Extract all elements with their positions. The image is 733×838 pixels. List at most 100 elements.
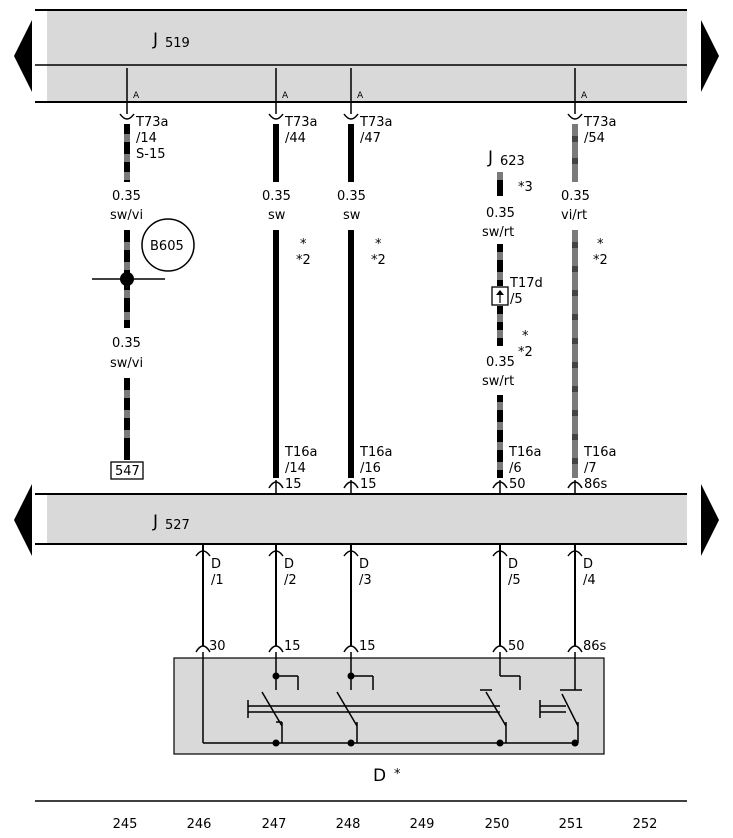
wire-245-extra: S-15 bbox=[136, 147, 166, 162]
wire-250-size2: 0.35 bbox=[486, 355, 515, 370]
pin-a-251: A bbox=[581, 91, 588, 101]
j527-upper-pins bbox=[268, 480, 583, 494]
wire-245-color: sw/vi bbox=[110, 208, 143, 223]
lower-wire-1-term: 30 bbox=[209, 639, 226, 654]
module-j519: J 519 bbox=[35, 9, 687, 103]
lower-wire-2-pin: /2 bbox=[284, 573, 297, 588]
top-pins bbox=[119, 68, 583, 120]
column-252: 252 bbox=[633, 817, 658, 832]
pin-a-245: A bbox=[133, 91, 140, 101]
column-251: 251 bbox=[559, 817, 584, 832]
wire-245-pin: /14 bbox=[136, 131, 157, 146]
wire-245-size2: 0.35 bbox=[112, 336, 141, 351]
ignition-switch-d bbox=[173, 652, 605, 755]
module-j623-name: J bbox=[487, 148, 493, 168]
wire-247-note1: * bbox=[300, 237, 307, 252]
wire-251-t16pin: /7 bbox=[584, 461, 597, 476]
module-b605-circle bbox=[141, 218, 195, 272]
lower-wire-4-conn: D bbox=[583, 557, 593, 572]
wire-251-term: 86s bbox=[584, 477, 608, 492]
pin-a-248: A bbox=[357, 91, 364, 101]
splice-point-245 bbox=[120, 272, 134, 286]
wire-250-t17pin: /5 bbox=[510, 292, 523, 307]
lower-wire-1-pin: /1 bbox=[211, 573, 224, 588]
next-page-arrow-bottom[interactable] bbox=[701, 484, 719, 556]
wire-250-color2: sw/rt bbox=[482, 374, 514, 389]
column-249: 249 bbox=[410, 817, 435, 832]
wire-248-connector: T73a bbox=[359, 115, 392, 130]
wire-245 bbox=[92, 124, 195, 480]
previous-page-arrow-bottom[interactable] bbox=[14, 484, 32, 556]
wire-250-t16: T16a bbox=[508, 445, 541, 460]
lower-wires bbox=[195, 544, 583, 653]
column-245: 245 bbox=[113, 817, 138, 832]
module-j527-sub: 527 bbox=[165, 518, 190, 533]
component-d-mark: * bbox=[394, 767, 401, 782]
wire-250-term: 50 bbox=[509, 477, 526, 492]
wire-251-note1: * bbox=[597, 237, 604, 252]
reference-547-label: 547 bbox=[115, 464, 140, 479]
wire-247-connector: T73a bbox=[284, 115, 317, 130]
lower-wire-5-conn: D bbox=[508, 557, 518, 572]
column-250: 250 bbox=[485, 817, 510, 832]
wire-247-size: 0.35 bbox=[262, 189, 291, 204]
lower-wire-2-conn: D bbox=[284, 557, 294, 572]
lower-wire-5-term: 50 bbox=[508, 639, 525, 654]
module-j519-name: J bbox=[152, 30, 158, 50]
wire-250-t17: T17d bbox=[509, 276, 543, 291]
wire-247-note2: *2 bbox=[296, 253, 311, 268]
component-d-name: D bbox=[373, 766, 386, 786]
wire-251-t16: T16a bbox=[583, 445, 616, 460]
pin-a-247: A bbox=[282, 91, 289, 101]
wire-248-note2: *2 bbox=[371, 253, 386, 268]
lower-wire-3-conn: D bbox=[359, 557, 369, 572]
wire-250-note0: *3 bbox=[518, 180, 533, 195]
wire-248 bbox=[348, 124, 354, 478]
lower-wire-4-term: 86s bbox=[583, 639, 607, 654]
wire-248-term: 15 bbox=[360, 477, 377, 492]
wire-248-size: 0.35 bbox=[337, 189, 366, 204]
module-j527-name: J bbox=[152, 512, 158, 532]
column-247: 247 bbox=[262, 817, 287, 832]
wire-251 bbox=[572, 124, 578, 478]
wire-251-color: vi/rt bbox=[561, 208, 587, 223]
wire-251-pin: /54 bbox=[584, 131, 605, 146]
wire-251-note2: *2 bbox=[593, 253, 608, 268]
module-j623-sub: 623 bbox=[500, 154, 525, 169]
wire-250 bbox=[491, 172, 509, 478]
lower-wire-5-pin: /5 bbox=[508, 573, 521, 588]
previous-page-arrow-top[interactable] bbox=[14, 20, 32, 92]
wire-250-note1: * bbox=[522, 329, 529, 344]
module-j527: J 527 bbox=[35, 493, 687, 545]
wire-248-t16pin: /16 bbox=[360, 461, 381, 476]
wire-250-note2: *2 bbox=[518, 345, 533, 360]
wire-247-color: sw bbox=[268, 208, 286, 223]
wire-247-t16pin: /14 bbox=[285, 461, 306, 476]
lower-wire-2-term: 15 bbox=[284, 639, 301, 654]
lower-wire-4-pin: /4 bbox=[583, 573, 596, 588]
wire-248-note1: * bbox=[375, 237, 382, 252]
module-b605-label: B605 bbox=[150, 239, 184, 254]
wire-250-color: sw/rt bbox=[482, 225, 514, 240]
column-248: 248 bbox=[336, 817, 361, 832]
wire-251-size: 0.35 bbox=[561, 189, 590, 204]
lower-wire-1-conn: D bbox=[211, 557, 221, 572]
wire-245-size: 0.35 bbox=[112, 189, 141, 204]
wire-245-connector: T73a bbox=[135, 115, 168, 130]
wire-247-term: 15 bbox=[285, 477, 302, 492]
wire-245-color2: sw/vi bbox=[110, 356, 143, 371]
wire-247 bbox=[273, 124, 279, 478]
lower-wire-3-term: 15 bbox=[359, 639, 376, 654]
wire-248-pin: /47 bbox=[360, 131, 381, 146]
wire-250-size: 0.35 bbox=[486, 206, 515, 221]
wire-248-color: sw bbox=[343, 208, 361, 223]
reference-box-547 bbox=[110, 461, 144, 480]
column-246: 246 bbox=[187, 817, 212, 832]
lower-wire-3-pin: /3 bbox=[359, 573, 372, 588]
wire-248-t16: T16a bbox=[359, 445, 392, 460]
next-page-arrow-top[interactable] bbox=[701, 20, 719, 92]
wire-247-t16: T16a bbox=[284, 445, 317, 460]
module-j519-sub: 519 bbox=[165, 36, 190, 51]
wire-251-connector: T73a bbox=[583, 115, 616, 130]
